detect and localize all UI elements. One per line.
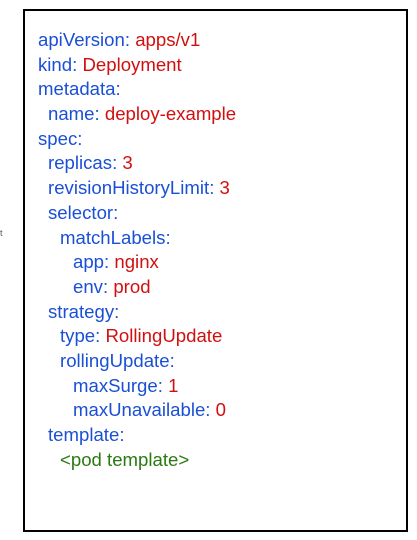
yaml-line-pod-template: <pod template> [25,448,406,473]
yaml-key: apiVersion [38,29,125,50]
yaml-value: 0 [215,399,226,421]
yaml-value: nginx [114,251,159,273]
yaml-key: revisionHistoryLimit [48,177,210,199]
yaml-line-app: app: nginx [73,251,159,273]
yaml-line-spec: spec: [38,127,83,149]
yaml-line-max-unavailable: maxUnavailable: 0 [73,399,226,421]
yaml-key: replicas [48,152,113,174]
yaml-line-rolling-update: rollingUpdate: [60,349,175,371]
yaml-key: spec [38,127,78,149]
yaml-line-replicas: replicas: 3 [48,152,133,174]
yaml-key: matchLabels [60,226,166,248]
yaml-value: 1 [168,374,179,396]
yaml-value: deploy-example [104,103,237,125]
yaml-key: type [60,325,96,347]
yaml-line-name: name: deploy-example [48,103,237,125]
yaml-key: template [48,424,120,445]
yaml-line-metadata: metadata: [38,78,121,100]
yaml-line-strategy: strategy: [48,300,120,322]
yaml-value: Deployment [82,53,182,75]
yaml-key: kind [38,53,73,75]
yaml-key: rollingUpdate [60,349,170,371]
yaml-line-apiversion: apiVersion: apps/v1 [38,29,201,50]
yaml-key: maxSurge [73,374,158,396]
yaml-line-env: env: prod [73,275,151,297]
yaml-line-selector: selector: [48,201,119,223]
yaml-line-kind: kind: Deployment [38,53,182,75]
yaml-value: apps/v1 [135,29,201,50]
yaml-value: RollingUpdate [105,325,223,347]
yaml-key: metadata [38,78,116,100]
yaml-key: strategy [48,300,115,322]
yaml-key: app [73,251,105,273]
yaml-line-match-labels: matchLabels: [60,226,171,248]
yaml-value: prod [113,275,151,297]
yaml-value: 3 [122,152,133,174]
yaml-code-box: apiVersion: apps/v1 kind: Deployment met… [23,9,408,532]
yaml-line-template: template: [48,424,125,445]
yaml-value: 3 [219,177,230,199]
yaml-key: name [48,103,95,125]
yaml-key: env [73,275,103,297]
yaml-key: selector [48,201,114,223]
yaml-line-type: type: RollingUpdate [60,325,223,347]
yaml-line-revision-history-limit: revisionHistoryLimit: 3 [48,177,230,199]
yaml-line-max-surge: maxSurge: 1 [73,374,179,396]
yaml-key: maxUnavailable [73,399,206,421]
margin-mark: t [0,228,3,238]
pod-template-placeholder: <pod template> [60,448,190,470]
